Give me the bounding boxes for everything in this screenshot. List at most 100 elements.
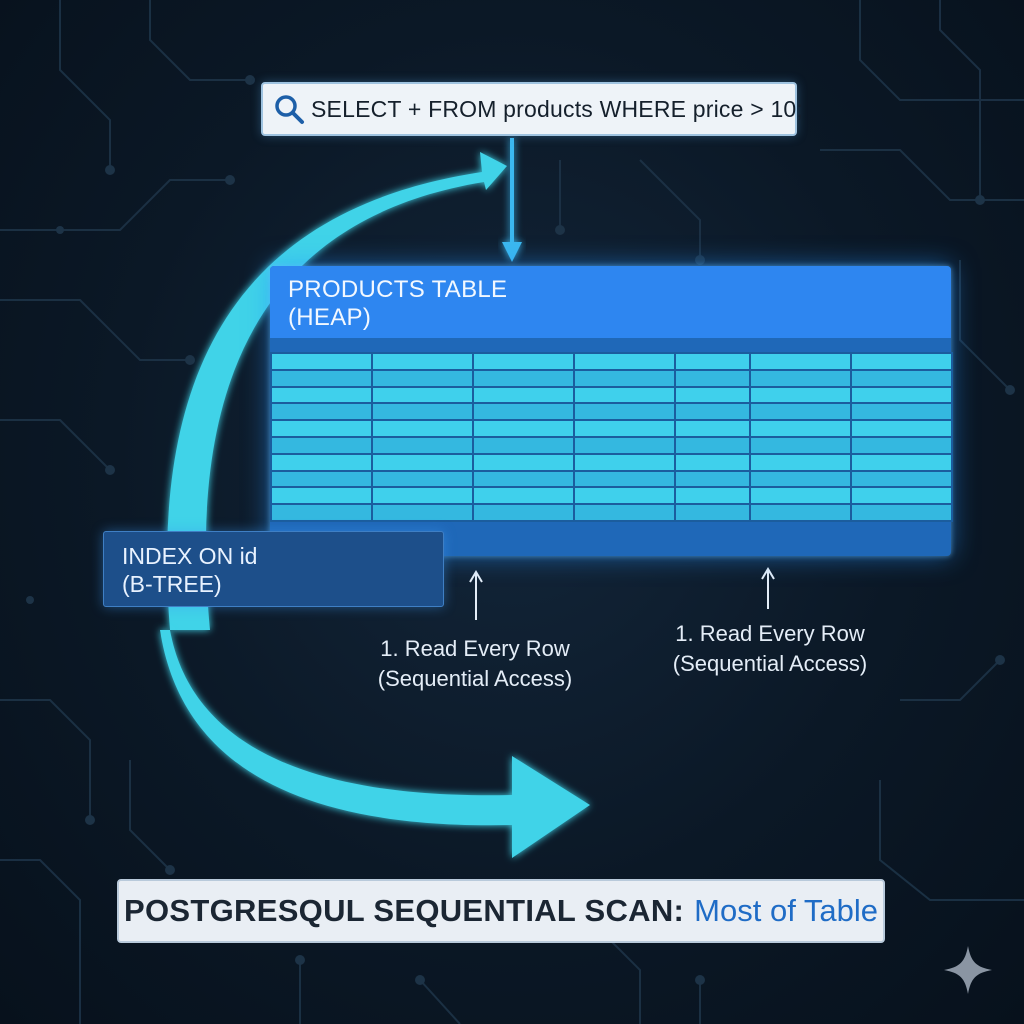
annotation-line1: 1. Read Every Row xyxy=(675,621,865,646)
table-cell xyxy=(472,385,575,405)
table-cell xyxy=(674,368,751,388)
table-cell xyxy=(573,385,676,405)
index-title-line1: INDEX ON id xyxy=(122,543,258,569)
table-row xyxy=(270,385,953,405)
table-cell xyxy=(472,402,575,422)
table-cell xyxy=(270,368,373,388)
table-row xyxy=(270,352,953,371)
table-title-line1: PRODUCTS TABLE xyxy=(288,276,508,303)
table-cell xyxy=(371,503,474,522)
table-cell xyxy=(674,469,751,489)
table-cell xyxy=(371,368,474,388)
table-cell xyxy=(674,452,751,472)
table-cell xyxy=(371,469,474,489)
index-title: INDEX ON id (B-TREE) xyxy=(122,542,257,598)
query-bar: SELECT + FROM products WHERE price > 10; xyxy=(261,82,803,136)
table-row xyxy=(270,452,953,472)
table-cell xyxy=(674,435,751,455)
table-row xyxy=(270,435,953,455)
table-cell xyxy=(749,368,852,388)
table-cell xyxy=(573,368,676,388)
curved-arrow-down-right xyxy=(160,630,590,858)
table-cell xyxy=(850,435,953,455)
table-cell xyxy=(371,402,474,422)
table-cell xyxy=(472,419,575,438)
table-cell xyxy=(749,486,852,506)
table-cell xyxy=(371,486,474,506)
table-cell xyxy=(573,419,676,438)
annotation-line1: 1. Read Every Row xyxy=(380,636,570,661)
index-title-line2: (B-TREE) xyxy=(122,571,222,597)
table-cell xyxy=(749,435,852,455)
up-arrow-left xyxy=(469,570,483,620)
table-cell xyxy=(270,452,373,472)
table-cell xyxy=(850,419,953,438)
table-row xyxy=(270,368,953,388)
table-cell xyxy=(371,452,474,472)
table-cell xyxy=(850,486,953,506)
table-cell xyxy=(270,385,373,405)
table-row xyxy=(270,402,953,422)
table-cell xyxy=(270,469,373,489)
table-cell xyxy=(850,402,953,422)
table-cell xyxy=(674,419,751,438)
table-cell xyxy=(749,385,852,405)
table-cell xyxy=(674,503,751,522)
table-cell xyxy=(573,352,676,371)
query-to-table-arrow xyxy=(502,138,522,262)
table-cell xyxy=(371,352,474,371)
table-cell xyxy=(270,503,373,522)
table-row xyxy=(270,419,953,438)
table-cell xyxy=(749,419,852,438)
table-header: PRODUCTS TABLE (HEAP) xyxy=(270,266,951,338)
annotation-read-every-row-right: 1. Read Every Row (Sequential Access) xyxy=(640,619,900,679)
table-cell xyxy=(850,469,953,489)
table-cell xyxy=(674,402,751,422)
table-title-line2: (HEAP) xyxy=(288,304,372,331)
table-cell xyxy=(674,385,751,405)
sparkle-icon xyxy=(944,946,992,994)
table-cell xyxy=(749,469,852,489)
up-arrow-right xyxy=(761,567,775,609)
caption-bar: POSTGRESQUL SEQUENTIAL SCAN: Most of Tab… xyxy=(117,879,885,943)
table-cell xyxy=(472,452,575,472)
table-cell xyxy=(573,503,676,522)
table-row xyxy=(270,503,953,522)
table-cell xyxy=(472,469,575,489)
table-cell xyxy=(850,385,953,405)
row-grid xyxy=(270,352,953,522)
table-cell xyxy=(850,503,953,522)
annotation-line2: (Sequential Access) xyxy=(672,651,868,676)
table-cell xyxy=(371,435,474,455)
table-cell xyxy=(371,385,474,405)
table-row xyxy=(270,469,953,489)
table-cell xyxy=(749,503,852,522)
table-cell xyxy=(270,402,373,422)
table-cell xyxy=(573,469,676,489)
annotation-line2: (Sequential Access) xyxy=(377,666,573,691)
table-cell xyxy=(472,352,575,371)
table-cell xyxy=(371,419,474,438)
annotation-read-every-row-left: 1. Read Every Row (Sequential Access) xyxy=(345,634,605,694)
table-cell xyxy=(850,368,953,388)
sql-query-text: SELECT + FROM products WHERE price > 10; xyxy=(311,95,804,122)
table-cell xyxy=(749,452,852,472)
table-cell xyxy=(573,486,676,506)
table-cell xyxy=(573,452,676,472)
table-cell xyxy=(850,352,953,371)
btree-index-box: INDEX ON id (B-TREE) xyxy=(103,531,444,607)
table-cell xyxy=(749,352,852,371)
table-cell xyxy=(270,486,373,506)
table-rows xyxy=(270,352,953,522)
table-cell xyxy=(270,435,373,455)
table-cell xyxy=(472,435,575,455)
table-cell xyxy=(850,452,953,472)
table-cell xyxy=(472,368,575,388)
table-cell xyxy=(573,402,676,422)
caption-main: POSTGRESQUL SEQUENTIAL SCAN: xyxy=(124,893,685,928)
table-cell xyxy=(674,486,751,506)
caption-accent: Most of Table xyxy=(694,893,878,928)
table-cell xyxy=(270,419,373,438)
table-cell xyxy=(270,352,373,371)
search-icon xyxy=(273,87,305,131)
